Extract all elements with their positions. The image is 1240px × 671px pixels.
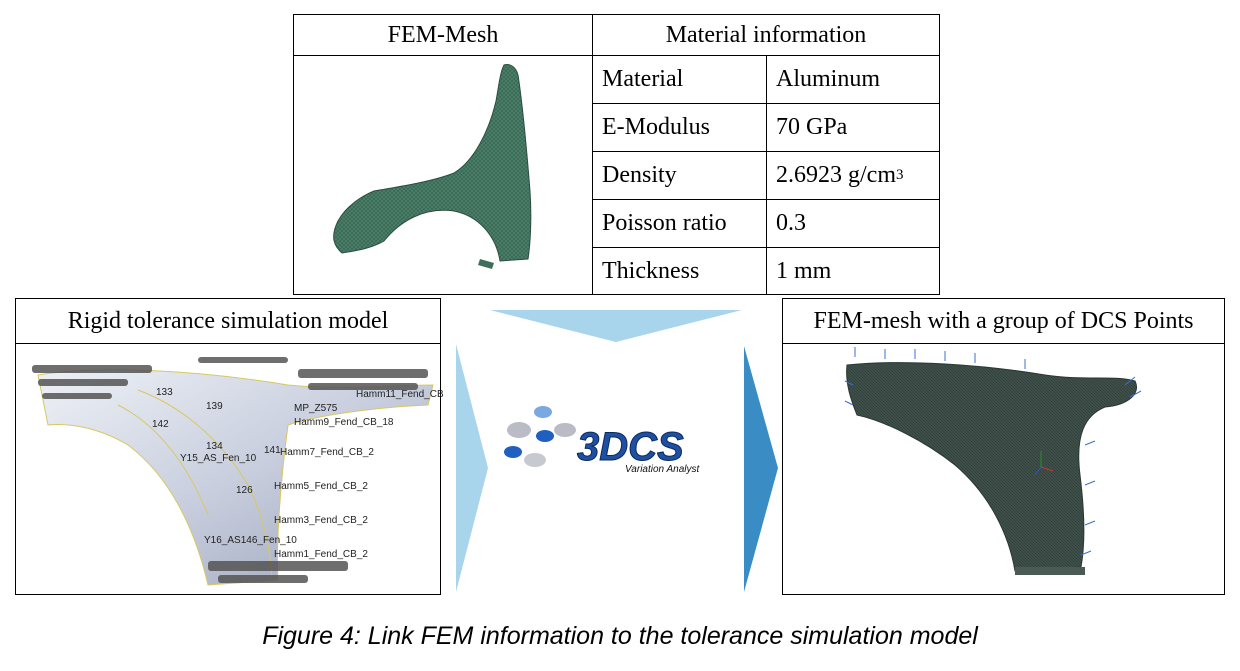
density-label: Density — [602, 162, 677, 188]
material-label: Material — [602, 66, 684, 92]
rigid-model-image: 139 133 134 141 126 142 Y15_AS_Fen_10 Ha… — [18, 345, 444, 593]
density-superscript: 3 — [896, 167, 904, 183]
row-divider — [592, 199, 939, 200]
right-arrow — [744, 346, 778, 592]
row-divider — [592, 103, 939, 104]
point-label: MP_Z575 — [294, 403, 338, 414]
point-label: Hamm1_Fend_CB_2 — [274, 549, 368, 560]
3dcs-logo: 3DCS Variation Analyst — [497, 400, 737, 480]
fem-dcs-panel: FEM-mesh with a group of DCS Points — [782, 298, 1225, 595]
thickness-value: 1 mm — [776, 257, 832, 284]
point-label: Hamm11_Fend_CB — [356, 389, 444, 400]
fem-mesh-header: FEM-Mesh — [387, 21, 499, 48]
point-label: 142 — [152, 419, 169, 430]
point-label: Y16_AS146_Fen_10 — [204, 535, 297, 546]
thickness-label: Thickness — [602, 257, 700, 284]
fem-dcs-title: FEM-mesh with a group of DCS Points — [783, 299, 1224, 344]
center-flow-graphic — [456, 310, 778, 592]
material-info-header: Material information — [665, 21, 867, 48]
point-label: 134 — [206, 441, 223, 452]
row-divider — [592, 151, 939, 152]
table-column-divider — [592, 15, 593, 294]
figure-caption: Figure 4: Link FEM information to the to… — [262, 622, 978, 650]
material-table: FEM-Mesh Material information Material A… — [293, 14, 940, 295]
point-label: 139 — [206, 401, 223, 412]
material-value: Aluminum — [776, 66, 881, 92]
fem-mesh-fender-image — [333, 64, 532, 269]
fem-dcs-image — [844, 347, 1142, 575]
rigid-model-title: Rigid tolerance simulation model — [16, 299, 440, 344]
table-header-divider — [294, 55, 939, 56]
point-label: Y15_AS_Fen_10 — [180, 453, 257, 464]
3dcs-logo-icon: 3DCS Variation Analyst — [504, 406, 701, 475]
point-label: Hamm9_Fend_CB_18 — [294, 417, 394, 428]
point-label: Hamm3_Fend_CB_2 — [274, 515, 368, 526]
point-label: 141 — [264, 445, 281, 456]
point-label: Hamm5_Fend_CB_2 — [274, 481, 368, 492]
point-label: 133 — [156, 387, 173, 398]
rigid-model-panel: Rigid tolerance simulation model 139 133… — [15, 298, 444, 595]
row-divider — [592, 247, 939, 248]
point-label: Hamm7_Fend_CB_2 — [280, 447, 374, 458]
e-modulus-value: 70 GPa — [776, 114, 848, 140]
e-modulus-label: E-Modulus — [602, 114, 710, 140]
point-label: 126 — [236, 485, 253, 496]
poisson-label: Poisson ratio — [602, 210, 727, 236]
left-arrow — [456, 344, 488, 592]
poisson-value: 0.3 — [776, 210, 806, 236]
density-number: 2.6923 g/cm — [776, 162, 896, 188]
material-value-divider — [766, 55, 767, 294]
logo-tagline: Variation Analyst — [625, 464, 701, 475]
down-arrow — [490, 310, 742, 342]
logo-brand: 3DCS — [577, 425, 684, 469]
